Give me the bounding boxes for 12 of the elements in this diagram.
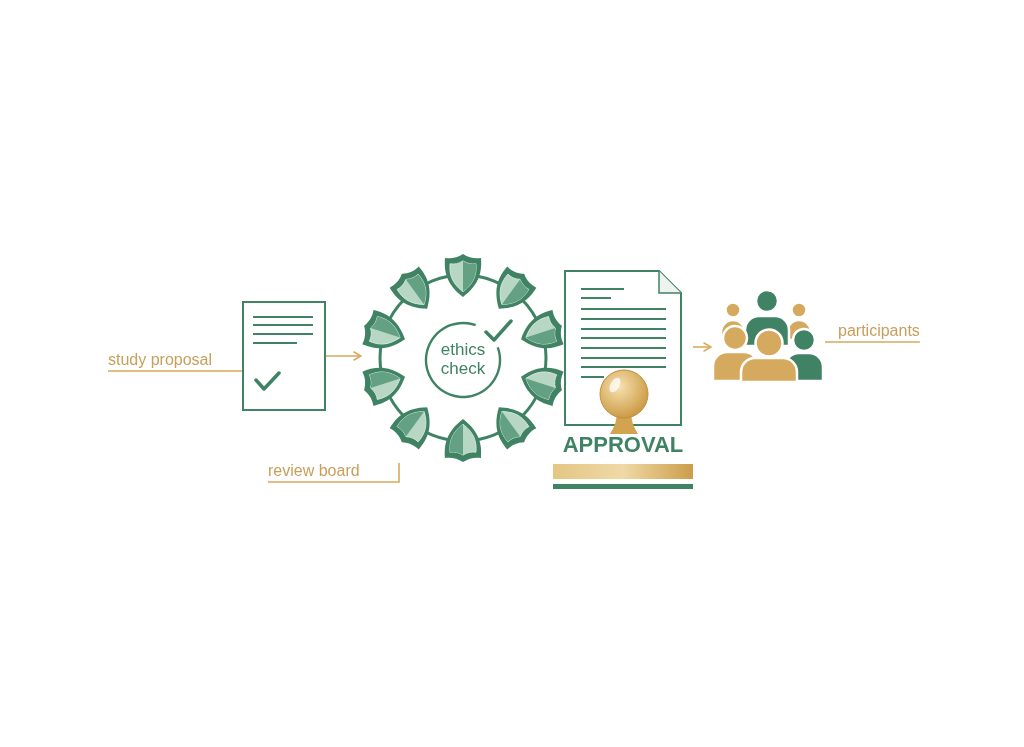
leader-line	[267, 462, 400, 483]
node-label: ethics check	[439, 340, 487, 378]
callout-text: study proposal	[108, 349, 213, 371]
arrow	[325, 351, 362, 361]
stamp-label: APPROVAL	[561, 431, 685, 459]
callout-text: participants	[838, 320, 920, 342]
document-illustration	[242, 301, 326, 411]
callout-text: review board	[268, 460, 360, 482]
leader-line	[824, 341, 921, 343]
arrow	[692, 342, 712, 352]
leader-line	[107, 370, 243, 372]
people-group	[711, 288, 825, 383]
